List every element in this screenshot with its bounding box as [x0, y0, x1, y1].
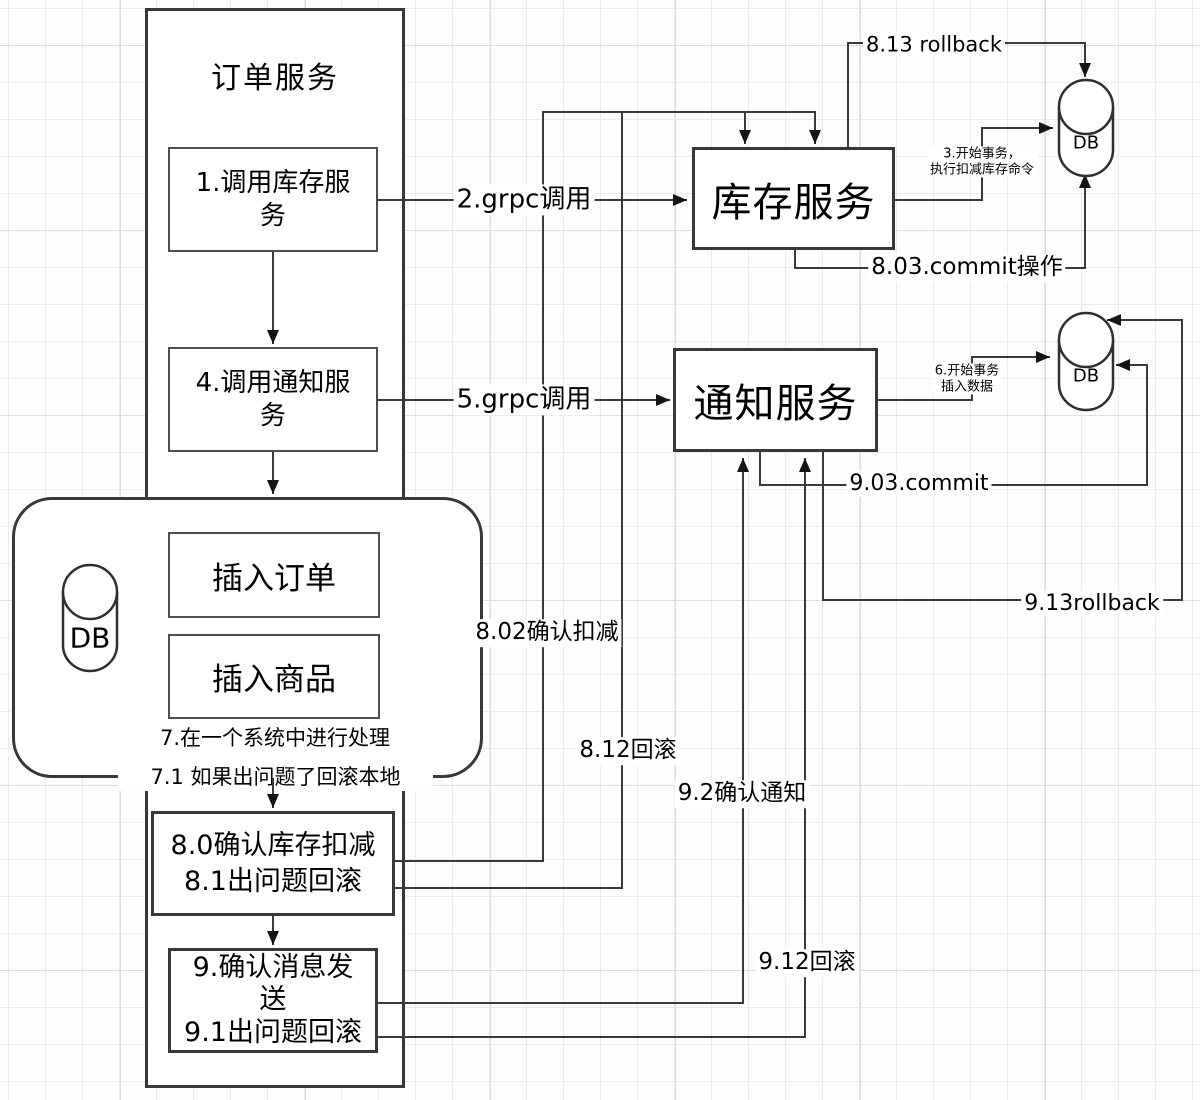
label-confirm-deduct-802: 8.02确认扣减: [472, 619, 622, 647]
node-confirm-deduct-line2: 8.1出问题回滚: [184, 865, 362, 897]
inventory-service-title: 库存服务: [711, 179, 876, 226]
notify-db-label: DB: [1072, 365, 1100, 387]
node-call-inventory-line1: 1.调用库存服: [195, 168, 351, 198]
node-confirm-message-line3: 9.1出问题回滚: [184, 1016, 362, 1048]
node-call-inventory: 1.调用库存服 务: [168, 147, 378, 252]
node-insert-product: 插入商品: [168, 634, 380, 719]
label-commit-903: 9.03.commit: [846, 470, 992, 498]
node-insert-order-label: 插入订单: [212, 560, 336, 597]
inventory-db-label: DB: [1072, 132, 1100, 154]
notify-service-title: 通知服务: [693, 381, 858, 427]
label-commit-803: 8.03.commit操作: [868, 254, 1066, 282]
notify-db-icon: [1057, 311, 1115, 412]
node-call-inventory-line2: 务: [259, 200, 286, 231]
edge-rollback-813: [847, 42, 1091, 147]
label-rollback-813: 8.13 rollback: [862, 32, 1006, 58]
notify-service-box: 通知服务: [673, 348, 878, 452]
order-db-label: DB: [69, 621, 111, 655]
inventory-service-box: 库存服务: [692, 147, 895, 250]
label-begin-tx-3: 3.开始事务， 执行扣减库存命令: [926, 146, 1038, 178]
node-confirm-message: 9.确认消息发 送 9.1出问题回滚: [168, 948, 378, 1053]
node-confirm-message-line2: 送: [259, 984, 287, 1016]
node-confirm-deduct: 8.0确认库存扣减 8.1出问题回滚: [151, 811, 395, 916]
label-confirm-notify-92: 9.2确认通知: [674, 780, 810, 808]
label-rollback-812: 8.12回滚: [576, 737, 680, 765]
order-service-title: 订单服务: [211, 61, 339, 96]
label-grpc-call-5: 5.grpc调用: [453, 384, 595, 416]
inventory-db-icon: [1057, 78, 1115, 178]
label-begin-tx-6: 6.开始事务 插入数据: [931, 363, 1003, 395]
label-grpc-call-2: 2.grpc调用: [453, 184, 595, 216]
note-local-process: 7.在一个系统中进行处理: [159, 726, 391, 750]
node-call-notify-line2: 务: [259, 400, 286, 431]
node-insert-product-label: 插入商品: [212, 662, 336, 698]
label-rollback-912: 9.12回滚: [755, 949, 859, 977]
node-call-notify: 4.调用通知服 务: [168, 347, 378, 452]
note-local-rollback: 7.1 如果出问题了回滚本地: [118, 761, 433, 791]
label-rollback-913: 9.13rollback: [1021, 590, 1163, 618]
node-confirm-deduct-line1: 8.0确认库存扣减: [170, 830, 376, 862]
node-confirm-message-line1: 9.确认消息发: [192, 951, 354, 983]
node-insert-order: 插入订单: [168, 532, 380, 618]
node-call-notify-line1: 4.调用通知服: [195, 368, 351, 398]
